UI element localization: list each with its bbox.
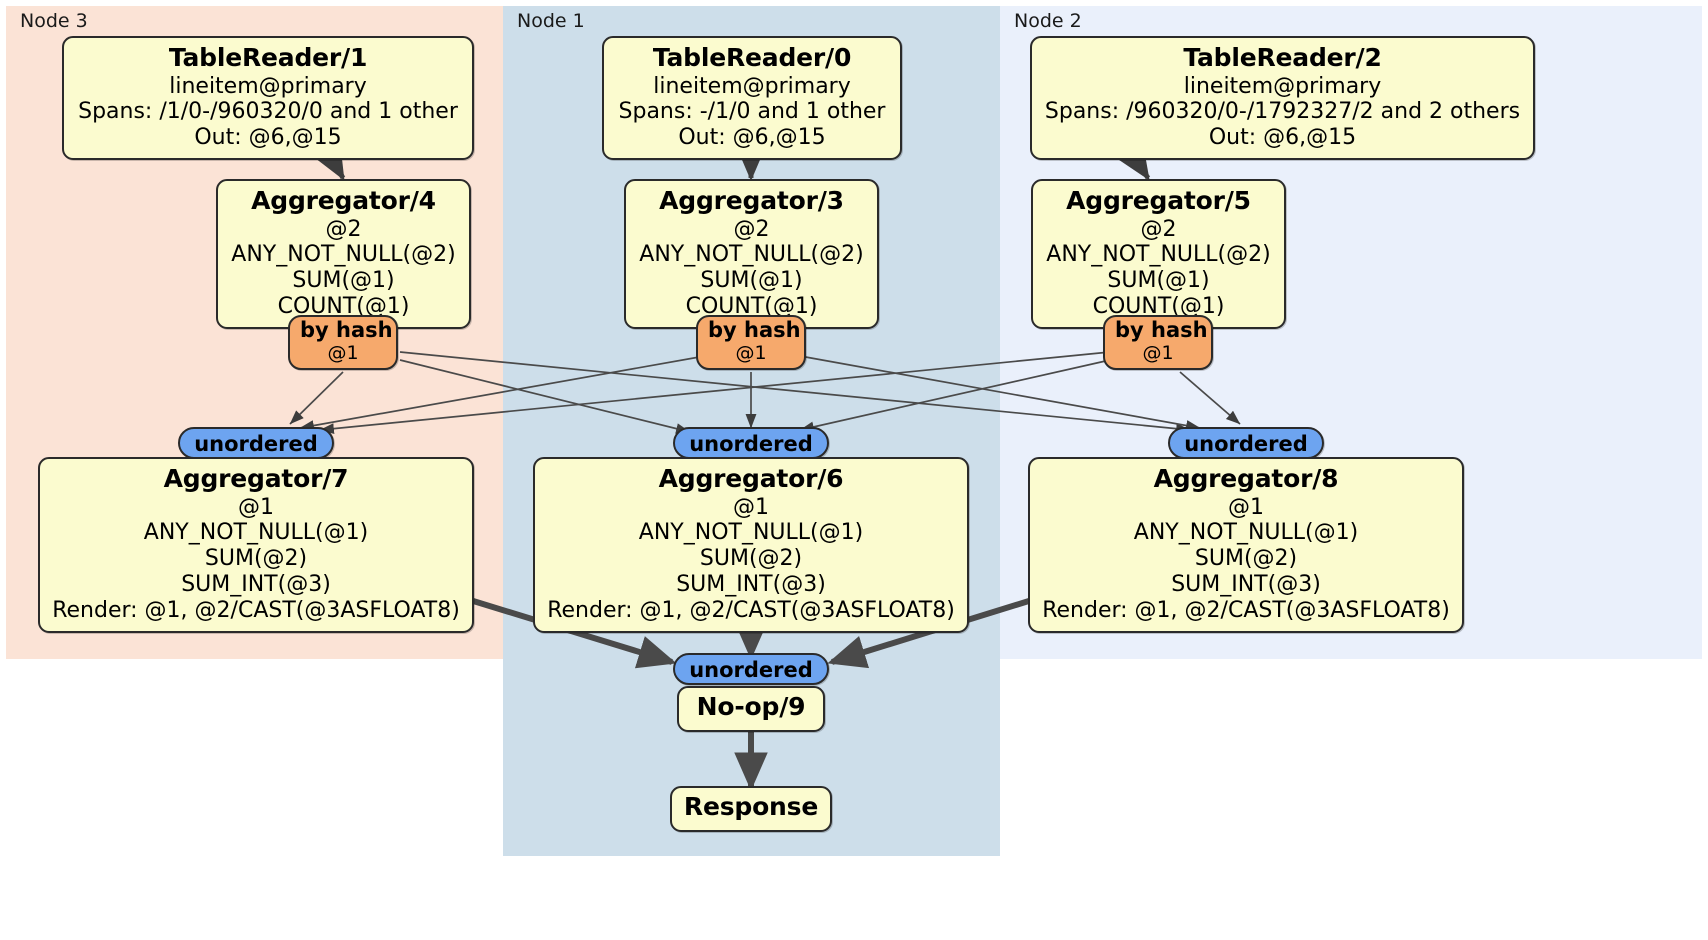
- processor-line: Render: @1, @2/CAST(@3ASFLOAT8): [547, 598, 955, 624]
- processor-title: TableReader/2: [1183, 43, 1382, 72]
- processor-line: ANY_NOT_NULL(@1): [1133, 520, 1359, 546]
- synchronizer-unordered-left[interactable]: unordered: [178, 427, 334, 459]
- router-column-label: @1: [735, 341, 767, 364]
- processor-line: SUM(@2): [1194, 546, 1298, 572]
- router-by-hash-left[interactable]: by hash @1: [288, 315, 398, 370]
- processor-title: Aggregator/7: [163, 464, 349, 493]
- processor-line: ANY_NOT_NULL(@1): [143, 520, 369, 546]
- processor-title: Aggregator/3: [659, 186, 844, 215]
- processor-line: @1: [733, 494, 769, 520]
- processor-line: @2: [733, 216, 770, 242]
- router-column-label: @1: [1142, 341, 1174, 364]
- router-type-label: by hash: [1115, 318, 1208, 342]
- router-by-hash-center[interactable]: by hash @1: [696, 315, 806, 370]
- processor-line: SUM_INT(@3): [181, 572, 331, 598]
- processor-line: @1: [238, 494, 274, 520]
- processor-line: ANY_NOT_NULL(@2): [231, 242, 456, 268]
- processor-title: Aggregator/8: [1153, 464, 1339, 493]
- processor-title: Response: [683, 792, 819, 821]
- processor-line: @1: [1228, 494, 1264, 520]
- processor-aggregator-7[interactable]: Aggregator/7 @1 ANY_NOT_NULL(@1) SUM(@2)…: [38, 457, 474, 634]
- processor-line: ANY_NOT_NULL(@2): [639, 242, 864, 268]
- processor-line: SUM(@2): [204, 546, 308, 572]
- processor-line: Out: @6,@15: [1208, 125, 1357, 151]
- synchronizer-unordered-final[interactable]: unordered: [673, 653, 829, 685]
- processor-aggregator-8[interactable]: Aggregator/8 @1 ANY_NOT_NULL(@1) SUM(@2)…: [1028, 457, 1464, 634]
- processor-table-reader-2[interactable]: TableReader/2 lineitem@primary Spans: /9…: [1030, 36, 1535, 161]
- processor-line: ANY_NOT_NULL(@2): [1046, 242, 1271, 268]
- processor-line: SUM(@1): [292, 268, 395, 294]
- processor-line: SUM_INT(@3): [1171, 572, 1321, 598]
- processor-aggregator-3[interactable]: Aggregator/3 @2 ANY_NOT_NULL(@2) SUM(@1)…: [624, 179, 879, 330]
- panel-label-node-2: Node 2: [1014, 10, 1082, 32]
- processor-line: SUM_INT(@3): [676, 572, 826, 598]
- processor-line: Out: @6,@15: [194, 125, 342, 151]
- processor-table-reader-0[interactable]: TableReader/0 lineitem@primary Spans: -/…: [602, 36, 902, 161]
- panel-label-node-3: Node 3: [20, 10, 88, 32]
- processor-line: Render: @1, @2/CAST(@3ASFLOAT8): [1042, 598, 1450, 624]
- processor-table-reader-1[interactable]: TableReader/1 lineitem@primary Spans: /1…: [62, 36, 474, 161]
- processor-title: TableReader/0: [652, 43, 852, 72]
- router-type-label: by hash: [300, 318, 393, 342]
- processor-line: ANY_NOT_NULL(@1): [638, 520, 864, 546]
- processor-title: Aggregator/5: [1066, 186, 1251, 215]
- processor-aggregator-6[interactable]: Aggregator/6 @1 ANY_NOT_NULL(@1) SUM(@2)…: [533, 457, 969, 634]
- router-column-label: @1: [327, 341, 359, 364]
- processor-title: Aggregator/4: [251, 186, 436, 215]
- processor-line: Spans: /960320/0-/1792327/2 and 2 others: [1044, 99, 1521, 125]
- synchronizer-unordered-right[interactable]: unordered: [1168, 427, 1324, 459]
- processor-title: TableReader/1: [168, 43, 368, 72]
- processor-title: No-op/9: [696, 692, 806, 721]
- processor-line: SUM(@1): [700, 268, 803, 294]
- processor-line: SUM(@2): [699, 546, 803, 572]
- processor-aggregator-5[interactable]: Aggregator/5 @2 ANY_NOT_NULL(@2) SUM(@1)…: [1031, 179, 1286, 330]
- processor-response[interactable]: Response: [670, 786, 832, 832]
- processor-line: lineitem@primary: [169, 73, 367, 99]
- processor-line: Render: @1, @2/CAST(@3ASFLOAT8): [52, 598, 460, 624]
- processor-line: SUM(@1): [1107, 268, 1210, 294]
- processor-aggregator-4[interactable]: Aggregator/4 @2 ANY_NOT_NULL(@2) SUM(@1)…: [216, 179, 471, 330]
- processor-line: lineitem@primary: [653, 73, 851, 99]
- processor-line: lineitem@primary: [1183, 73, 1382, 99]
- panel-label-node-1: Node 1: [517, 10, 585, 32]
- processor-title: Aggregator/6: [658, 464, 844, 493]
- processor-noop-9[interactable]: No-op/9: [677, 686, 825, 732]
- router-by-hash-right[interactable]: by hash @1: [1103, 315, 1213, 370]
- processor-line: Spans: /1/0-/960320/0 and 1 other: [78, 99, 458, 125]
- synchronizer-unordered-center[interactable]: unordered: [673, 427, 829, 459]
- router-type-label: by hash: [708, 318, 801, 342]
- processor-line: Out: @6,@15: [678, 125, 826, 151]
- processor-line: @2: [1140, 216, 1177, 242]
- processor-line: @2: [325, 216, 362, 242]
- processor-line: Spans: -/1/0 and 1 other: [618, 99, 886, 125]
